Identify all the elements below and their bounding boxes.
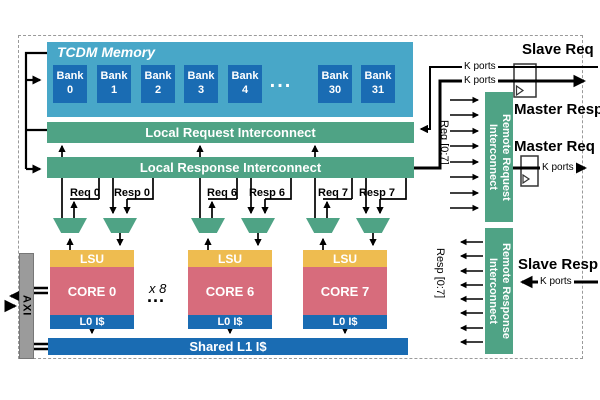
local-response-interconnect: Local Response Interconnect: [47, 157, 414, 178]
resp-7-label: Resp 7: [358, 187, 396, 199]
master-resp-label: Master Resp: [514, 101, 600, 118]
core-6: CORE 6: [188, 267, 272, 315]
axi-arrows: [4, 289, 22, 313]
core-connection-lines: [58, 144, 407, 335]
bank-4: Bank 4: [228, 65, 262, 103]
shared-l1-icache: Shared L1 I$: [48, 338, 408, 355]
clock-triangle-icon: [522, 173, 531, 185]
axi-port: AXI: [19, 253, 34, 359]
remote-request-interconnect: Remote Request Interconnect: [485, 92, 513, 222]
bank-3: Bank 3: [184, 65, 218, 103]
local-request-interconnect: Local Request Interconnect: [47, 122, 414, 143]
req-mux-core6: [191, 218, 225, 233]
replication-x8-label: x 8: [149, 281, 167, 296]
bank-30: Bank 30: [318, 65, 352, 103]
bank-1: Bank 1: [97, 65, 131, 103]
resp-mux-core0: [103, 218, 137, 233]
slave-req-label: Slave Req: [522, 41, 594, 58]
req-port-arrows: [450, 96, 480, 212]
lsu-core7: LSU: [303, 250, 387, 267]
k-ports-label: K ports: [462, 75, 498, 87]
resp-port-arrows: [459, 238, 483, 346]
tcdm-memory-title: TCDM Memory: [57, 44, 156, 60]
req-0-label: Req 0: [70, 187, 100, 199]
req-7-label: Req 7: [318, 187, 348, 199]
req-mux-core7: [306, 218, 340, 233]
master-resp-line: [414, 74, 587, 170]
resp-mux-core6: [241, 218, 275, 233]
bank-0: Bank 0: [53, 65, 87, 103]
resp-6-label: Resp 6: [248, 187, 286, 199]
slave-resp-label: Slave Resp: [518, 256, 599, 273]
clock-triangle-icon: [515, 84, 525, 97]
k-ports-label: K ports: [540, 162, 576, 174]
bank-ellipsis: ...: [269, 70, 293, 92]
req-6-label: Req 6: [207, 187, 237, 199]
k-ports-label: K ports: [462, 61, 498, 73]
resp-range-label: Resp [0:7]: [434, 248, 446, 299]
slave-req-line: [419, 66, 598, 134]
k-ports-label: K ports: [538, 276, 574, 288]
lsu-core6: LSU: [188, 250, 272, 267]
remote-response-interconnect: Remote Response Interconnect: [485, 228, 513, 354]
bank-2: Bank 2: [141, 65, 175, 103]
l0-icache-core7: L0 I$: [303, 315, 387, 329]
replication-ellipsis: ...: [147, 286, 166, 306]
lsu-core0: LSU: [50, 250, 134, 267]
resp-mux-core7: [356, 218, 390, 233]
bank-31: Bank 31: [361, 65, 395, 103]
master-req-label: Master Req: [514, 138, 595, 155]
resp-0-label: Resp 0: [113, 187, 151, 199]
core-0: CORE 0: [50, 267, 134, 315]
axi-equals-connectors: [33, 286, 48, 351]
l0-icache-core0: L0 I$: [50, 315, 134, 329]
core-7: CORE 7: [303, 267, 387, 315]
req-mux-core0: [53, 218, 87, 233]
cluster-boundary: [18, 35, 583, 359]
req-range-label: Req [0:7]: [438, 120, 450, 165]
left-bracket-lines: [24, 51, 47, 174]
l0-icache-core6: L0 I$: [188, 315, 272, 329]
